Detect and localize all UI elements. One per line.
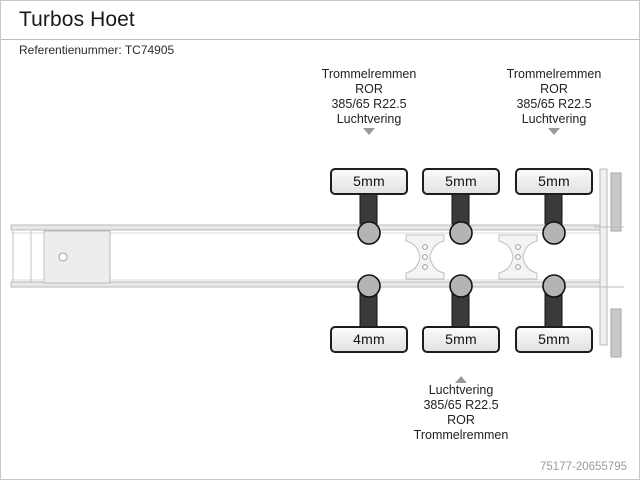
- header-divider: [1, 39, 640, 40]
- wheel-hub: [542, 221, 566, 245]
- tread-depth-box-top-2[interactable]: 5mm: [422, 168, 500, 195]
- image-id-watermark: 75177-20655795: [540, 461, 627, 473]
- bolt-hole-icon: [515, 264, 521, 270]
- annotation-line: ROR: [540, 82, 568, 96]
- annotation-line: Trommelremmen: [413, 428, 509, 442]
- annotation-bottom: Luchtvering 385/65 R22.5 ROR Trommelremm…: [396, 375, 526, 443]
- rear-post: [599, 168, 608, 346]
- triangle-down-icon: [363, 128, 375, 135]
- wheel-hub-group: [357, 221, 566, 298]
- chassis-top-rail: [10, 224, 602, 231]
- tread-depth-box-bottom-1[interactable]: 4mm: [330, 326, 408, 353]
- reference-number: Referentienummer: TC74905: [19, 43, 175, 57]
- tread-depth-box-top-3[interactable]: 5mm: [515, 168, 593, 195]
- annotation-line: 385/65 R22.5: [331, 97, 407, 111]
- wheel-hub: [449, 221, 473, 245]
- annotation-line: ROR: [355, 82, 383, 96]
- annotation-line: Luchtvering: [521, 112, 587, 126]
- annotation-top-right: Trommelremmen ROR 385/65 R22.5 Luchtveri…: [489, 67, 619, 135]
- wheel-hub: [542, 274, 566, 298]
- bolt-hole-icon: [515, 254, 521, 260]
- rear-bumper-bar: [610, 172, 622, 232]
- rear-assembly: [594, 168, 624, 358]
- bolt-hole-icon: [422, 244, 428, 250]
- cross-member-group: [405, 234, 538, 280]
- annotation-line: Luchtvering: [428, 383, 494, 397]
- bolt-hole-icon: [515, 244, 521, 250]
- kingpin-plate: [43, 230, 111, 284]
- wheel-hub: [357, 274, 381, 298]
- tread-depth-box-bottom-3[interactable]: 5mm: [515, 326, 593, 353]
- triangle-down-icon: [548, 128, 560, 135]
- bolt-hole-icon: [422, 264, 428, 270]
- rear-bumper-bar: [610, 308, 622, 358]
- annotation-line: Trommelremmen: [506, 67, 602, 81]
- kingpin-hole-icon: [58, 252, 68, 262]
- annotation-line: 385/65 R22.5: [516, 97, 592, 111]
- annotation-line: Luchtvering: [336, 112, 402, 126]
- bolt-hole-icon: [422, 254, 428, 260]
- page-title: Turbos Hoet: [19, 8, 135, 31]
- wheel-hub: [357, 221, 381, 245]
- annotation-line: 385/65 R22.5: [423, 398, 499, 412]
- tread-depth-box-bottom-2[interactable]: 5mm: [422, 326, 500, 353]
- tread-depth-box-top-1[interactable]: 5mm: [330, 168, 408, 195]
- annotation-top-left: Trommelremmen ROR 385/65 R22.5 Luchtveri…: [304, 67, 434, 135]
- triangle-up-icon: [455, 376, 467, 383]
- wheel-hub: [449, 274, 473, 298]
- annotation-line: ROR: [447, 413, 475, 427]
- annotation-line: Trommelremmen: [321, 67, 417, 81]
